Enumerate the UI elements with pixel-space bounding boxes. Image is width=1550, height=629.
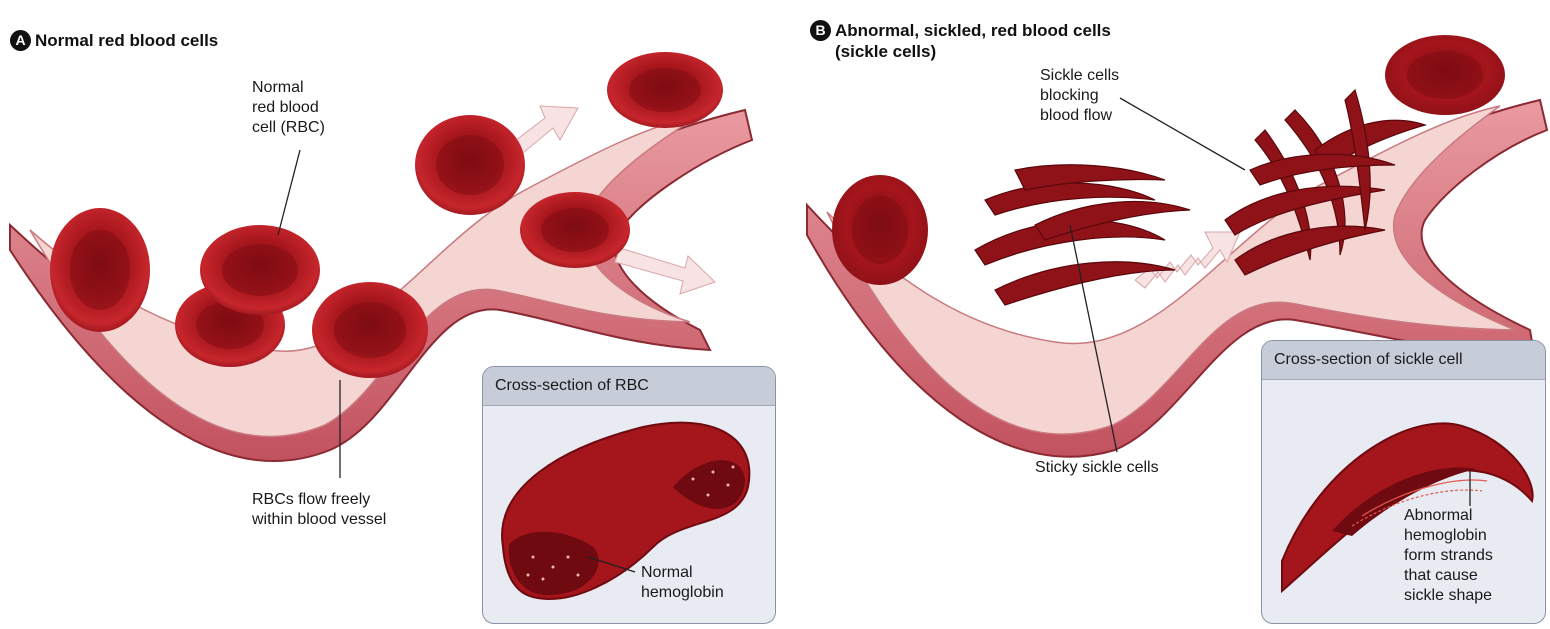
- inset-title: Cross-section of RBC: [483, 367, 775, 406]
- label-normal-rbc: Normal red blood cell (RBC): [252, 78, 325, 138]
- panel-normal-rbc: A Normal red blood cells Normal red bloo…: [0, 0, 785, 629]
- red-blood-cell: [607, 52, 723, 128]
- inset-cross-section-rbc: Cross-section of RBC Normal hemoglobin: [482, 366, 776, 624]
- red-blood-cell: [520, 192, 630, 268]
- panel-title-text: Normal red blood cells: [35, 30, 218, 51]
- label-sickle-blocking: Sickle cells blocking blood flow: [1040, 66, 1119, 126]
- label-rbcs-flow: RBCs flow freely within blood vessel: [252, 490, 386, 530]
- red-blood-cell: [200, 225, 320, 315]
- panel-badge: B: [810, 20, 831, 41]
- panel-title: B Abnormal, sickled, red blood cells (si…: [810, 20, 1111, 62]
- panel-badge: A: [10, 30, 31, 51]
- label-normal-hemoglobin: Normal hemoglobin: [641, 563, 724, 603]
- red-blood-cell: [832, 175, 928, 285]
- inset-title: Cross-section of sickle cell: [1262, 341, 1545, 380]
- panel-title: A Normal red blood cells: [10, 30, 218, 51]
- red-blood-cell: [50, 208, 150, 332]
- label-abnormal-hemoglobin: Abnormal hemoglobin form strands that ca…: [1404, 506, 1493, 606]
- panel-sickle-cells: B Abnormal, sickled, red blood cells (si…: [795, 0, 1550, 629]
- leader-line: [278, 150, 300, 235]
- leader-line: [1120, 98, 1245, 170]
- red-blood-cell: [415, 115, 525, 215]
- label-sticky-sickle: Sticky sickle cells: [1035, 458, 1159, 478]
- red-blood-cell: [312, 282, 428, 378]
- inset-cross-section-sickle: Cross-section of sickle cell Abnormal he…: [1261, 340, 1546, 624]
- red-blood-cell: [1385, 35, 1505, 115]
- panel-title-text: Abnormal, sickled, red blood cells (sick…: [835, 20, 1111, 62]
